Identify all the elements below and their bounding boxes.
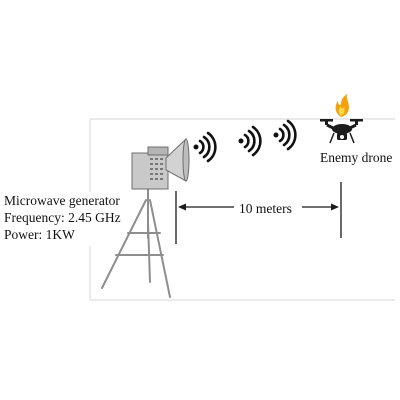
target-name-label: Enemy drone (320, 150, 393, 165)
tripod-icon (101, 189, 171, 298)
generator-power-label: Power: 1KW (4, 227, 75, 242)
generator-name-label: Microwave generator (4, 193, 120, 208)
generator-frequency-label: Frequency: 2.45 GHz (4, 210, 121, 225)
wireless-signal-icon (193, 119, 297, 163)
microwave-generator-icon (131, 137, 190, 190)
signal-wave-1 (193, 131, 217, 163)
scene-frame (89, 118, 395, 301)
drone-icon (320, 119, 363, 144)
signal-wave-2 (238, 125, 262, 157)
flame-icon (335, 94, 349, 117)
distance-label: 10 meters (239, 201, 292, 216)
signal-wave-3 (273, 119, 297, 151)
distance-marker (175, 182, 342, 244)
